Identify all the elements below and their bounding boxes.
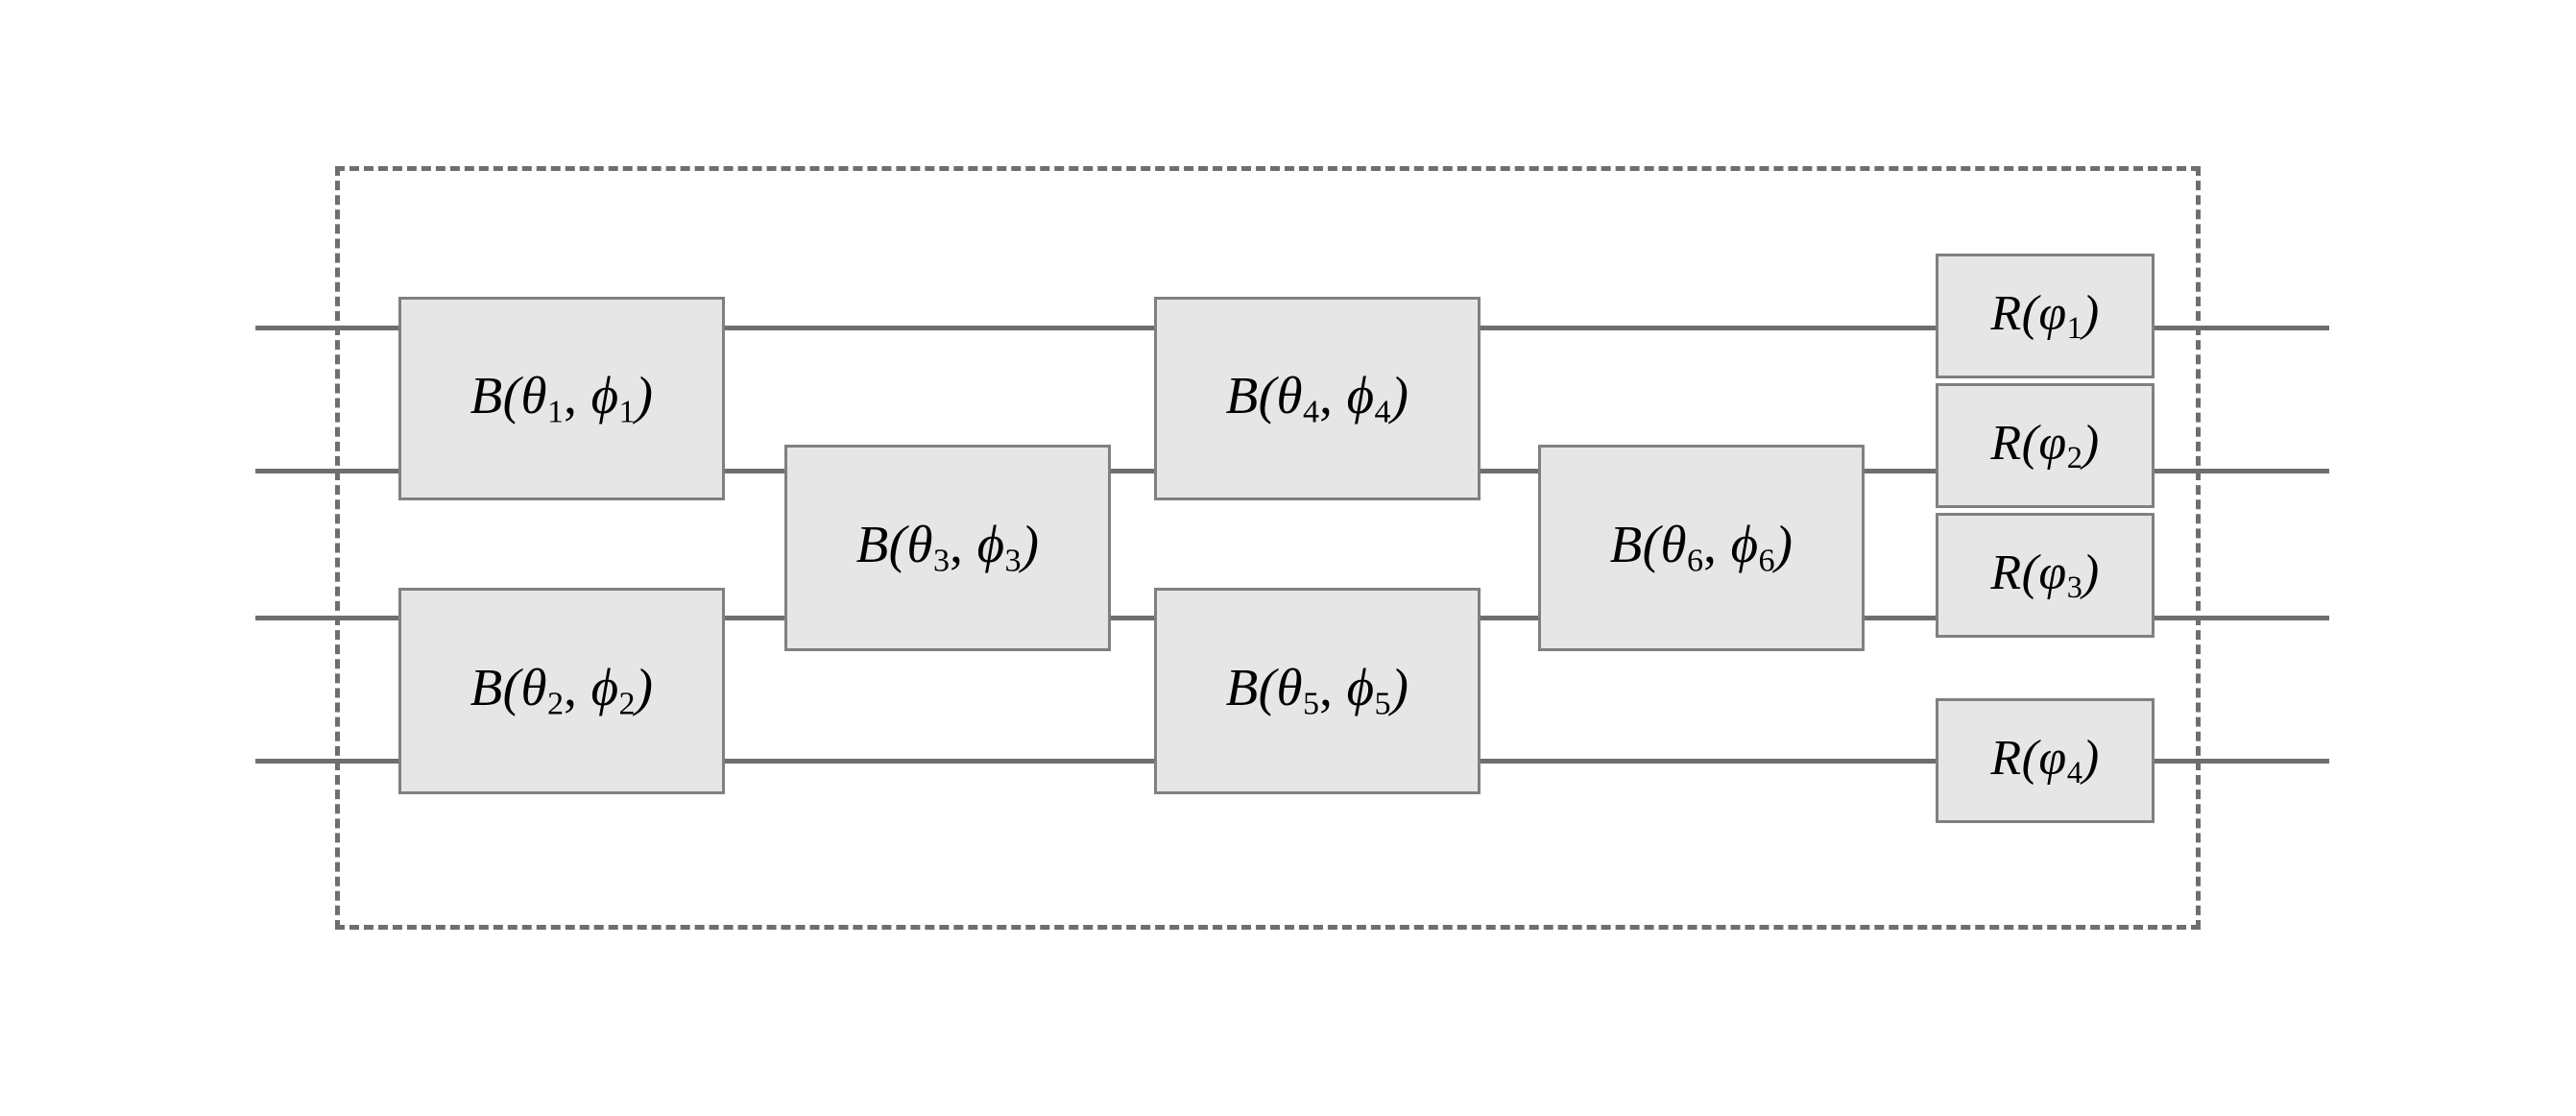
circuit-block-boundary [335, 166, 2201, 930]
gate-label-b2: B(θ2, ϕ2) [469, 658, 654, 722]
gate-phaseshifter-r3[interactable]: R(φ3) [1936, 513, 2155, 638]
gate-label-r1: R(φ1) [1990, 285, 2100, 345]
gate-phaseshifter-r4[interactable]: R(φ4) [1936, 698, 2155, 823]
gate-label-b4: B(θ4, ϕ4) [1225, 365, 1409, 430]
gate-label-r2: R(φ2) [1990, 415, 2100, 474]
gate-label-r3: R(φ3) [1990, 545, 2100, 604]
gate-label-b1: B(θ1, ϕ1) [469, 365, 654, 430]
gate-beamsplitter-b4[interactable]: B(θ4, ϕ4) [1154, 297, 1481, 500]
gate-label-b3: B(θ3, ϕ3) [855, 515, 1040, 579]
gate-beamsplitter-b3[interactable]: B(θ3, ϕ3) [784, 445, 1111, 651]
gate-beamsplitter-b6[interactable]: B(θ6, ϕ6) [1538, 445, 1865, 651]
gate-label-r4: R(φ4) [1990, 730, 2100, 789]
gate-phaseshifter-r2[interactable]: R(φ2) [1936, 383, 2155, 508]
gate-label-b5: B(θ5, ϕ5) [1225, 658, 1409, 722]
gate-beamsplitter-b2[interactable]: B(θ2, ϕ2) [398, 588, 725, 794]
gate-label-b6: B(θ6, ϕ6) [1609, 515, 1794, 579]
gate-beamsplitter-b5[interactable]: B(θ5, ϕ5) [1154, 588, 1481, 794]
gate-beamsplitter-b1[interactable]: B(θ1, ϕ1) [398, 297, 725, 500]
gate-phaseshifter-r1[interactable]: R(φ1) [1936, 254, 2155, 378]
